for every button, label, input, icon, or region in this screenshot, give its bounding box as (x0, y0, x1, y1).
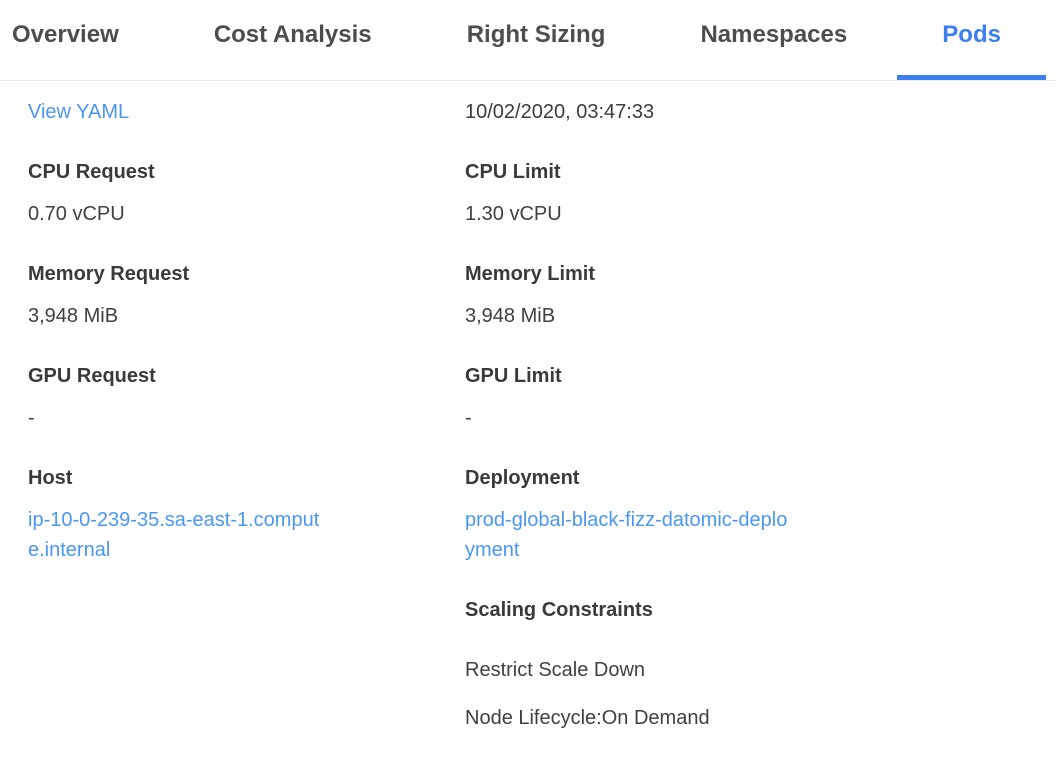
details-left-column: View YAML CPU Request 0.70 vCPU Memory R… (28, 97, 465, 758)
field-label: GPU Limit (465, 365, 562, 387)
field-value: 0.70 vCPU (28, 203, 125, 225)
field-label: Scaling Constraints (465, 599, 653, 621)
field-label: Deployment (465, 467, 580, 489)
tab-pods[interactable]: Pods (897, 0, 1046, 80)
details-right-column: 10/02/2020, 03:47:33 CPU Limit 1.30 vCPU… (465, 97, 1056, 758)
field-label: Memory Request (28, 263, 190, 285)
field-value: 3,948 MiB (28, 305, 119, 327)
pod-details-panel: View YAML CPU Request 0.70 vCPU Memory R… (0, 81, 1056, 758)
tab-overview[interactable]: Overview (12, 21, 119, 48)
tab-cost-analysis[interactable]: Cost Analysis (213, 21, 372, 48)
field-value: 3,948 MiB (465, 305, 556, 327)
tab-right-sizing[interactable]: Right Sizing (466, 21, 606, 48)
field-value: - (465, 407, 472, 429)
tab-namespaces[interactable]: Namespaces (700, 21, 848, 48)
field-cpu-request: CPU Request 0.70 vCPU (28, 159, 465, 229)
field-value: - (28, 407, 35, 429)
field-scaling-constraints: Scaling Constraints Restrict Scale Down … (465, 597, 1056, 733)
view-yaml-link[interactable]: View YAML (28, 101, 130, 123)
field-deployment: Deployment prod-global-black-fizz-datomi… (465, 465, 1056, 565)
tab-bar: Overview Cost Analysis Right Sizing Name… (0, 0, 1056, 81)
field-label: GPU Request (28, 365, 156, 387)
field-gpu-limit: GPU Limit - (465, 363, 1056, 433)
scaling-item-node-lifecycle: Node Lifecycle:On Demand (465, 707, 710, 729)
field-cpu-limit: CPU Limit 1.30 vCPU (465, 159, 1056, 229)
field-value: 1.30 vCPU (465, 203, 562, 225)
timestamp: 10/02/2020, 03:47:33 (465, 101, 655, 123)
field-host: Host ip-10-0-239-35.sa-east-1.compute.in… (28, 465, 465, 565)
host-link[interactable]: ip-10-0-239-35.sa-east-1.compute.interna… (28, 509, 320, 561)
field-label: CPU Request (28, 161, 155, 183)
scaling-item-restrict-scale-down: Restrict Scale Down (465, 659, 646, 681)
field-label: CPU Limit (465, 161, 561, 183)
field-gpu-request: GPU Request - (28, 363, 465, 433)
field-label: Memory Limit (465, 263, 596, 285)
field-memory-request: Memory Request 3,948 MiB (28, 261, 465, 331)
field-label: Host (28, 467, 73, 489)
field-memory-limit: Memory Limit 3,948 MiB (465, 261, 1056, 331)
deployment-link[interactable]: prod-global-black-fizz-datomic-deploymen… (465, 509, 788, 561)
